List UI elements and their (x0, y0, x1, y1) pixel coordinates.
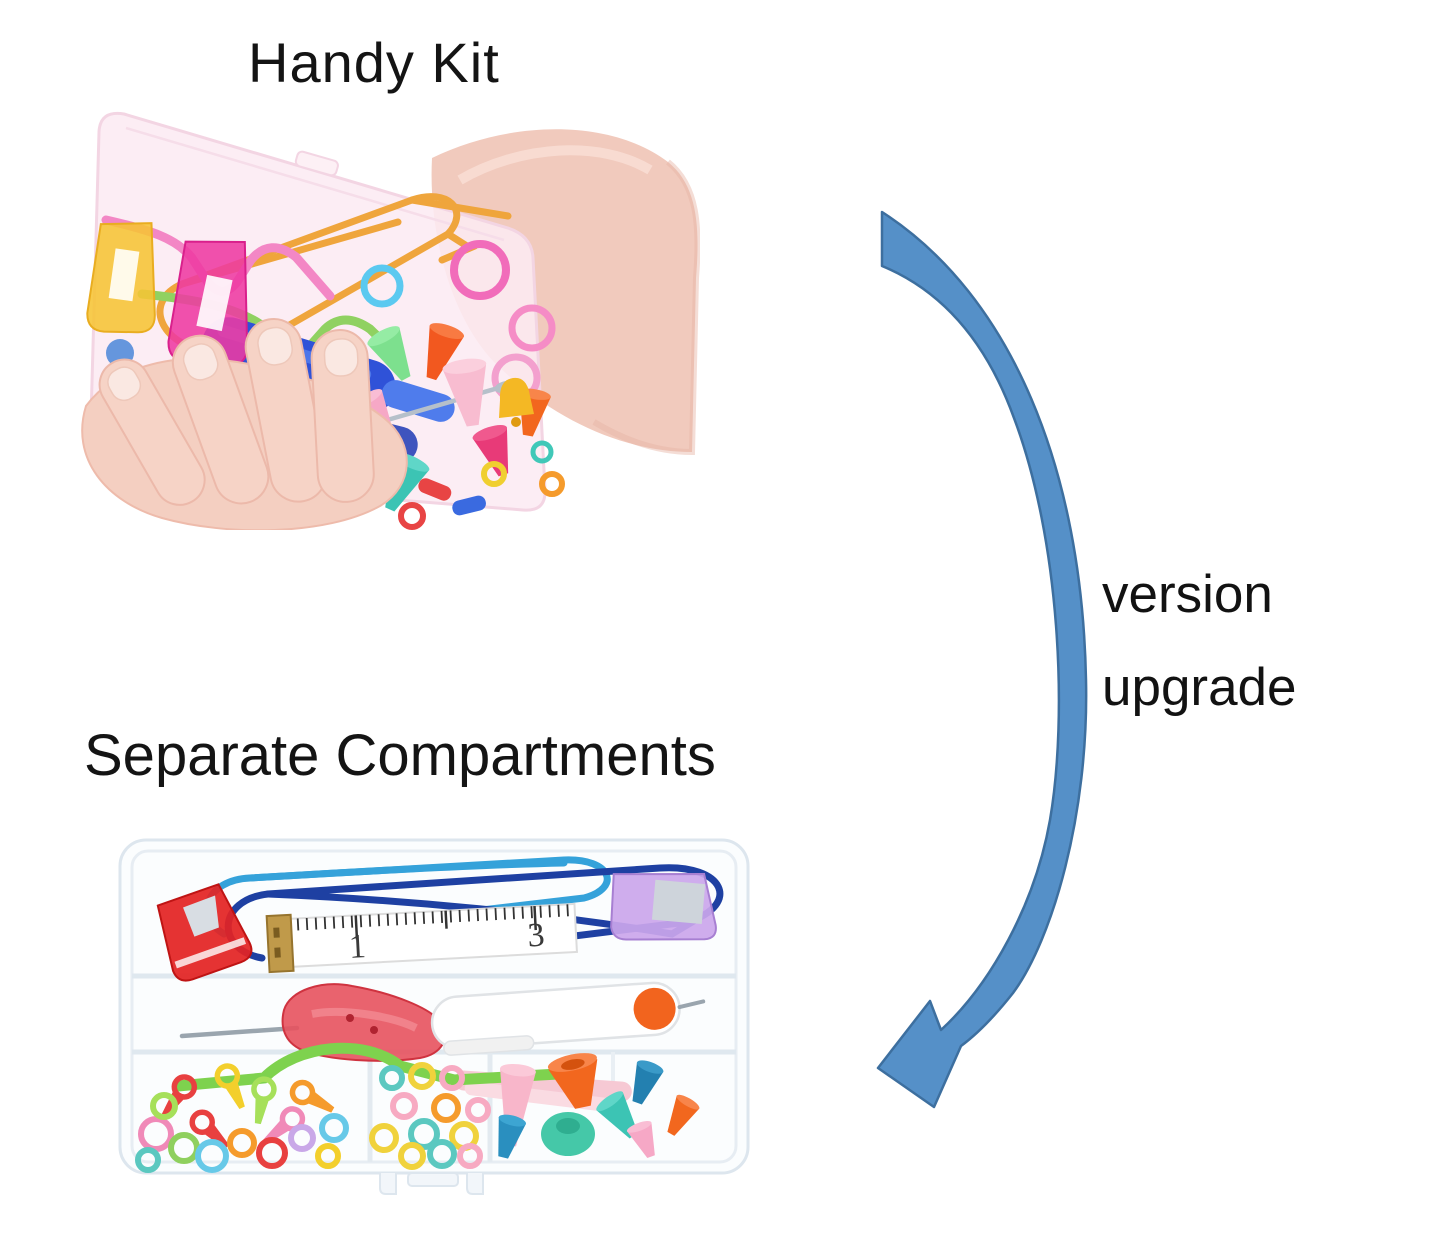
handy-kit-photo (80, 100, 700, 530)
fingernail (182, 343, 219, 381)
fingernail (323, 338, 359, 377)
arm (431, 129, 700, 456)
stitch-rings (369, 1062, 491, 1170)
snips-button (633, 987, 676, 1030)
tape-brass-end (265, 913, 295, 974)
measuring-tape: 1 3 (265, 902, 578, 974)
snips-blade-tip (179, 1025, 300, 1039)
locking-stitch-markers (135, 1063, 349, 1173)
tape-number-1: 1 (348, 928, 367, 966)
compartments-illustration: 1 3 (118, 838, 750, 1195)
upgrade-label: version upgrade (1102, 548, 1297, 734)
tape-number-3: 3 (527, 917, 546, 955)
cable-needle-green (172, 1042, 564, 1092)
point-protector-cones (498, 1053, 700, 1159)
small-markers (398, 377, 565, 530)
upgrade-arrow-shape (876, 210, 1088, 1109)
fingernail (257, 326, 293, 366)
clip-magenta (167, 240, 249, 367)
tape-ticks (296, 904, 574, 931)
handy-kit-illustration (81, 111, 700, 530)
latch-foot (466, 1173, 484, 1195)
finger (244, 317, 328, 503)
clip-yellow (86, 222, 156, 334)
teal-dome (541, 1112, 595, 1156)
clip-purple (610, 873, 717, 941)
clip-red (156, 883, 253, 982)
latch-foot (379, 1173, 397, 1195)
finger (98, 358, 206, 506)
upgrade-label-line1: version (1102, 565, 1273, 624)
compartments-photo: 1 3 (112, 838, 762, 1198)
case-lid-tab (294, 150, 339, 177)
hand (81, 317, 408, 530)
fingernail (107, 366, 142, 402)
finger (171, 334, 270, 505)
latch-tab (407, 1172, 459, 1187)
separate-compartments-title: Separate Compartments (84, 723, 716, 788)
finger (310, 329, 375, 503)
upgrade-label-line2: upgrade (1102, 658, 1297, 717)
handy-kit-title: Handy Kit (248, 31, 500, 94)
yarn-snips (179, 981, 706, 1062)
